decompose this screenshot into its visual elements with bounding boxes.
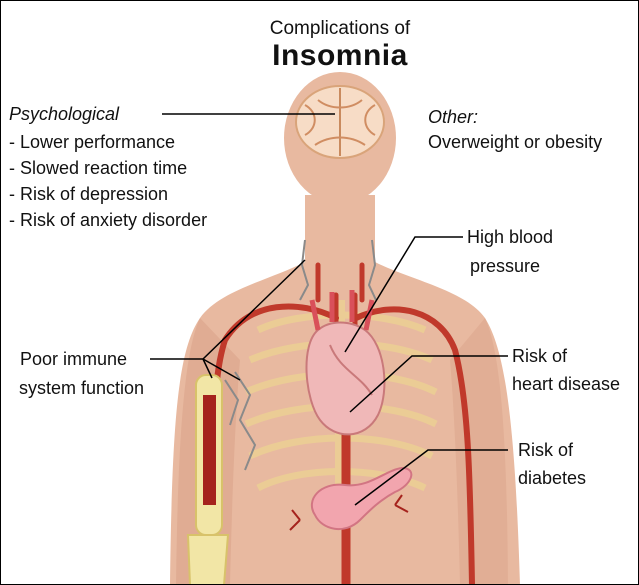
title-line-2: Insomnia [0, 39, 639, 73]
list-item: - Lower performance [9, 129, 207, 155]
list-item: - Risk of anxiety disorder [9, 207, 207, 233]
psychological-heading: Psychological [9, 103, 119, 125]
immune-label-1: Poor immune [20, 348, 127, 370]
diabetes-label-1: Risk of [518, 439, 573, 461]
high-blood-label-1: High blood [467, 226, 553, 248]
list-item: - Risk of depression [9, 181, 207, 207]
psychological-list: - Lower performance - Slowed reaction ti… [9, 129, 207, 233]
title-line-1: Complications of [0, 18, 639, 40]
other-heading: Other: [428, 106, 478, 128]
high-blood-label-2: pressure [470, 255, 540, 277]
heart-label-2: heart disease [512, 373, 620, 395]
list-item: - Slowed reaction time [9, 155, 207, 181]
heart-label-1: Risk of [512, 345, 567, 367]
other-text: Overweight or obesity [428, 131, 602, 153]
immune-label-2: system function [19, 377, 144, 399]
diabetes-label-2: diabetes [518, 467, 586, 489]
